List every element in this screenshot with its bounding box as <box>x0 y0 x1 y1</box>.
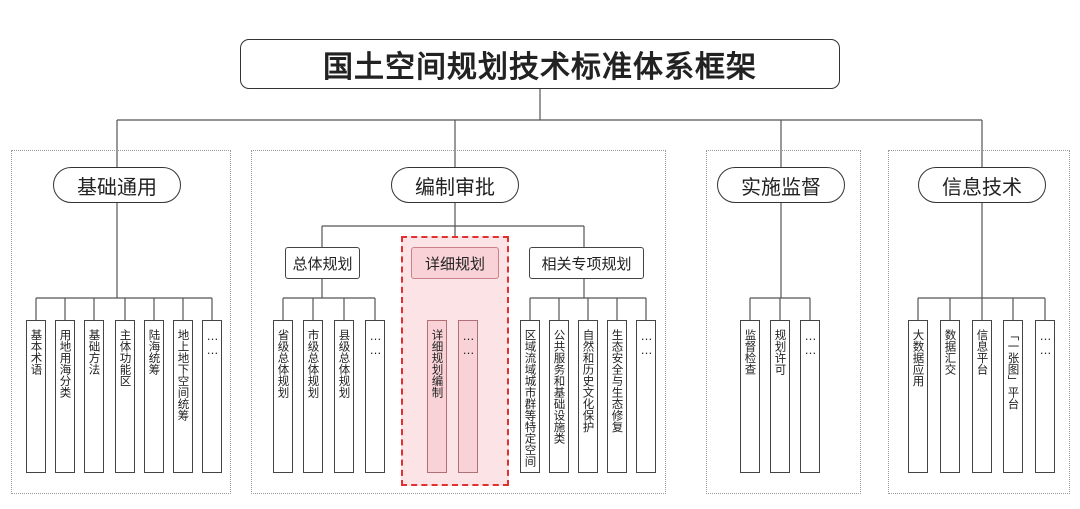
category-basic: 基础通用 <box>53 167 181 203</box>
diagram-title: 国土空间规划技术标准体系框架 <box>240 39 840 89</box>
leaf-municipal-plan: 市级总体规划 <box>303 320 323 473</box>
panel-supervision <box>706 150 861 494</box>
leaf-overall-more: …… <box>365 320 385 473</box>
leaf-main-function-zones: 主体功能区 <box>115 320 135 473</box>
leaf-detailed-more: …… <box>458 320 478 473</box>
category-info: 信息技术 <box>918 167 1046 203</box>
category-approval: 编制审批 <box>391 167 519 203</box>
leaf-basic-methods: 基础方法 <box>84 320 104 473</box>
leaf-detailed-plan-compilation: 详细规划编制 <box>427 320 447 473</box>
subcategory-detailed-planning: 详细规划 <box>411 247 499 279</box>
leaf-land-sea-classification: 用地用海分类 <box>55 320 75 473</box>
subcategory-special-planning: 相关专项规划 <box>529 247 644 279</box>
leaf-specific-spaces: 区域流域城市群等特定空间 <box>520 320 540 473</box>
category-supervision: 实施监督 <box>717 167 845 203</box>
panel-basic <box>11 150 231 494</box>
leaf-supervision-more: …… <box>800 320 820 473</box>
leaf-supervision-inspection: 监督检查 <box>740 320 760 473</box>
leaf-data-aggregation: 数据汇交 <box>940 320 960 473</box>
panel-approval <box>251 150 666 494</box>
leaf-provincial-plan: 省级总体规划 <box>273 320 293 473</box>
panel-info <box>888 150 1070 494</box>
leaf-public-services-infrastructure: 公共服务和基础设施类 <box>549 320 569 473</box>
leaf-above-underground-space: 地上地下空间统筹 <box>173 320 193 473</box>
leaf-ecological-security-restoration: 生态安全与生态修复 <box>607 320 627 473</box>
leaf-info-more: …… <box>1035 320 1055 473</box>
leaf-basic-terms: 基本术语 <box>26 320 46 473</box>
leaf-special-more: …… <box>636 320 656 473</box>
leaf-basic-more: …… <box>202 320 222 473</box>
leaf-land-sea-coordination: 陆海统筹 <box>144 320 164 473</box>
subcategory-overall-planning: 总体规划 <box>285 247 360 279</box>
leaf-county-plan: 县级总体规划 <box>334 320 354 473</box>
leaf-one-map-platform: 「一张图」平台 <box>1003 320 1023 473</box>
leaf-planning-permit: 规划许可 <box>770 320 790 473</box>
leaf-information-platform: 信息平台 <box>972 320 992 473</box>
leaf-big-data-application: 大数据应用 <box>908 320 928 473</box>
leaf-natural-historic-protection: 自然和历史文化保护 <box>578 320 598 473</box>
